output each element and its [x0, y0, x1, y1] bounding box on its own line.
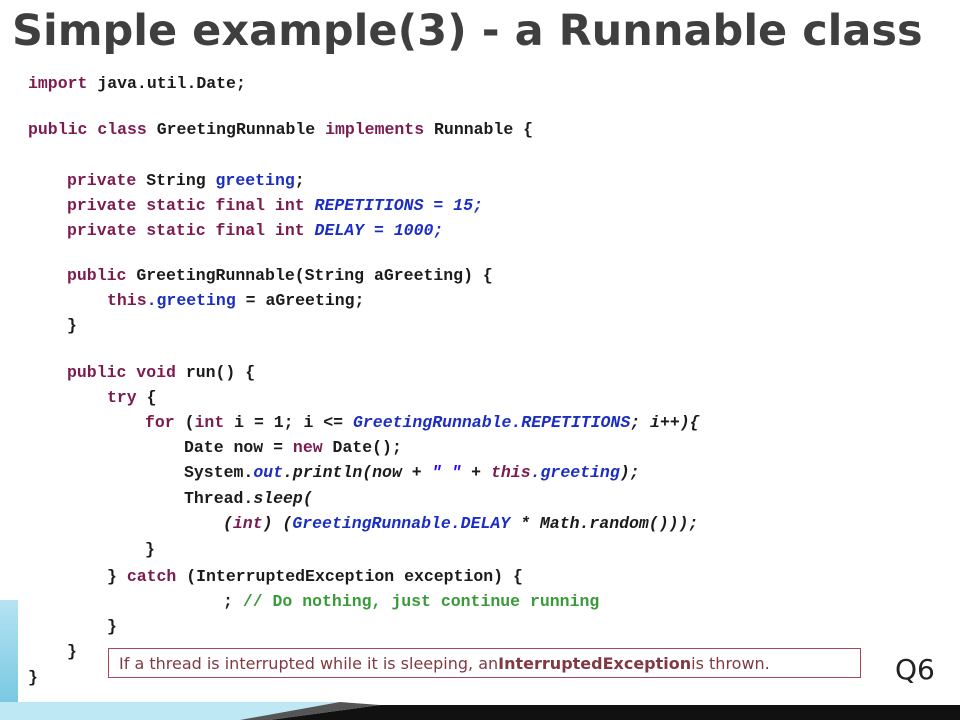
code-text: ; i++){	[630, 413, 700, 432]
code-line-sleep-argument: (int) (GreetingRunnable.DELAY * Math.ran…	[223, 514, 698, 534]
code-text: GreetingRunnable	[146, 120, 326, 139]
keyword: class	[97, 120, 147, 139]
field-name: DELAY	[314, 221, 365, 240]
note-exception-name: InterruptedException	[498, 653, 692, 673]
code-text	[305, 196, 315, 215]
code-comment: // Do nothing, just continue running	[242, 592, 600, 611]
code-text: = 1000;	[364, 221, 444, 240]
code-text	[87, 120, 97, 139]
code-text: String	[136, 171, 216, 190]
keyword: for	[145, 413, 175, 432]
code-line-import: import java.util.Date;	[28, 74, 246, 94]
code-text: (InterruptedException exception) {	[176, 567, 523, 586]
code-text: ) (	[262, 514, 293, 533]
keyword: public	[67, 266, 127, 285]
code-text: }	[145, 540, 155, 559]
code-line-close-catch: }	[107, 617, 117, 637]
code-text: Date now =	[184, 438, 293, 457]
code-line-close-class: }	[28, 668, 38, 688]
code-text: = aGreeting;	[235, 291, 365, 310]
code-line-close-constructor: }	[67, 316, 77, 336]
field-name: greeting	[215, 171, 295, 190]
keyword: private static final int	[67, 221, 305, 240]
code-text: }	[107, 567, 127, 586]
code-text: i = 1; i <=	[224, 413, 353, 432]
code-text: (	[302, 489, 313, 508]
code-line-try: try {	[107, 388, 157, 408]
code-text: ;	[223, 592, 243, 611]
code-line-assign-greeting: this.greeting = aGreeting;	[107, 291, 364, 311]
keyword: public	[28, 120, 88, 139]
code-text: }	[67, 642, 77, 661]
keyword: import	[28, 74, 88, 93]
code-line-field-delay: private static final int DELAY = 1000;	[67, 221, 443, 241]
code-text: .	[530, 463, 541, 482]
decorative-bottom-bar	[0, 702, 960, 720]
code-text: .println(now +	[283, 463, 432, 482]
field-name: GreetingRunnable.DELAY	[292, 514, 511, 533]
keyword: this	[107, 291, 147, 310]
code-line-thread-sleep: Thread.sleep(	[184, 489, 313, 509]
code-text: (	[174, 413, 195, 432]
keyword: public void	[67, 363, 176, 382]
code-text: );	[619, 463, 640, 482]
keyword: int	[232, 514, 263, 533]
method-name: sleep	[253, 489, 303, 508]
code-line-run-method: public void run() {	[67, 363, 255, 383]
field-name: REPETITIONS	[314, 196, 424, 215]
string-literal: " "	[431, 463, 462, 482]
keyword: int	[194, 413, 225, 432]
keyword: try	[107, 388, 137, 407]
code-text: System.	[184, 463, 254, 482]
code-line-close-run: }	[67, 642, 77, 662]
code-text: (	[223, 514, 233, 533]
code-text: }	[107, 617, 117, 636]
slide-label: Q6	[895, 653, 935, 686]
keyword: private	[67, 171, 137, 190]
code-text: }	[67, 316, 77, 335]
code-text: run() {	[175, 363, 256, 382]
code-line-field-greeting: private String greeting;	[67, 171, 305, 191]
field-name: greeting	[540, 463, 620, 482]
keyword: implements	[325, 120, 425, 139]
keyword: private static final int	[67, 196, 305, 215]
code-line-comment: ; // Do nothing, just continue running	[223, 592, 599, 612]
code-line-catch: } catch (InterruptedException exception)…	[107, 567, 523, 587]
slide-title: Simple example(3) - a Runnable class	[12, 6, 923, 56]
code-text	[305, 221, 315, 240]
keyword: this	[491, 463, 531, 482]
code-line-constructor: public GreetingRunnable(String aGreeting…	[67, 266, 493, 286]
code-text: }	[28, 668, 38, 687]
code-text: Runnable {	[424, 120, 534, 139]
code-text: .	[146, 291, 157, 310]
code-text: {	[136, 388, 157, 407]
code-line-println: System.out.println(now + " " + this.gree…	[184, 463, 640, 483]
code-text: java.util.Date;	[87, 74, 246, 93]
code-line-class-declaration: public class GreetingRunnable implements…	[28, 120, 533, 140]
keyword: new	[292, 438, 323, 457]
code-text: = 15;	[423, 196, 483, 215]
callout-note: If a thread is interrupted while it is s…	[108, 648, 861, 678]
code-line-for-loop: for (int i = 1; i <= GreetingRunnable.RE…	[145, 413, 700, 433]
code-text: * Math.random()));	[510, 514, 699, 533]
code-text: Thread.	[184, 489, 254, 508]
note-text-end: is thrown.	[691, 653, 770, 673]
field-name: GreetingRunnable.REPETITIONS	[352, 413, 631, 432]
code-text: GreetingRunnable(String aGreeting) {	[126, 266, 493, 285]
field-name: greeting	[156, 291, 236, 310]
field-name: out	[253, 463, 284, 482]
code-line-close-for: }	[145, 540, 155, 560]
code-line-date-now: Date now = new Date();	[184, 438, 402, 458]
decorative-left-bar	[0, 600, 18, 720]
code-text: ;	[294, 171, 305, 190]
keyword: catch	[126, 567, 177, 586]
code-line-field-repetitions: private static final int REPETITIONS = 1…	[67, 196, 483, 216]
note-text: If a thread is interrupted while it is s…	[119, 653, 499, 673]
code-text: Date();	[322, 438, 402, 457]
code-text: +	[461, 463, 491, 482]
